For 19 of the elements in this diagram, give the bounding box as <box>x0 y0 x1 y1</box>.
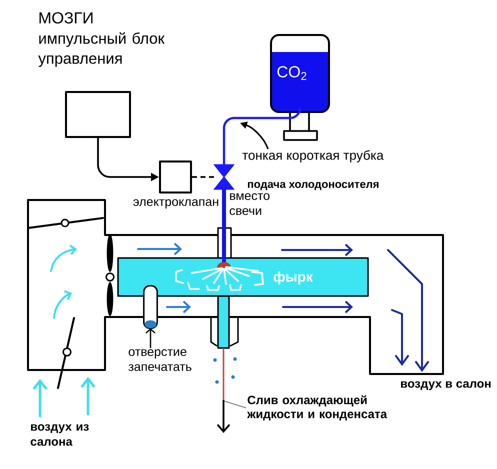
note-text: вместо свечи <box>230 193 270 216</box>
note-text: воздух в салон <box>401 381 491 390</box>
heading: МОЗГИ <box>40 12 92 24</box>
callout-text: Слив охлаждающей жидкости и конденсата <box>247 395 388 421</box>
bottle-label: CO$_{2}$ <box>277 66 306 80</box>
valve-symbol <box>213 164 235 190</box>
plug-symbol <box>143 285 158 329</box>
note-text: подача холодоносителя <box>248 182 378 190</box>
leader-line <box>224 400 246 408</box>
callout-text: отверстие запечатать <box>128 349 192 372</box>
pipe <box>222 189 226 258</box>
box-label: электроклапан <box>133 199 218 209</box>
tube <box>222 106 302 165</box>
box-label: фырк <box>274 271 313 285</box>
note-text: воздух из салона <box>30 424 89 446</box>
dashed-line <box>192 176 214 178</box>
leader-arrow <box>146 328 156 348</box>
callout-text: тонкая короткая трубка <box>242 150 384 162</box>
subheading: импульсный блок управления <box>38 32 165 67</box>
